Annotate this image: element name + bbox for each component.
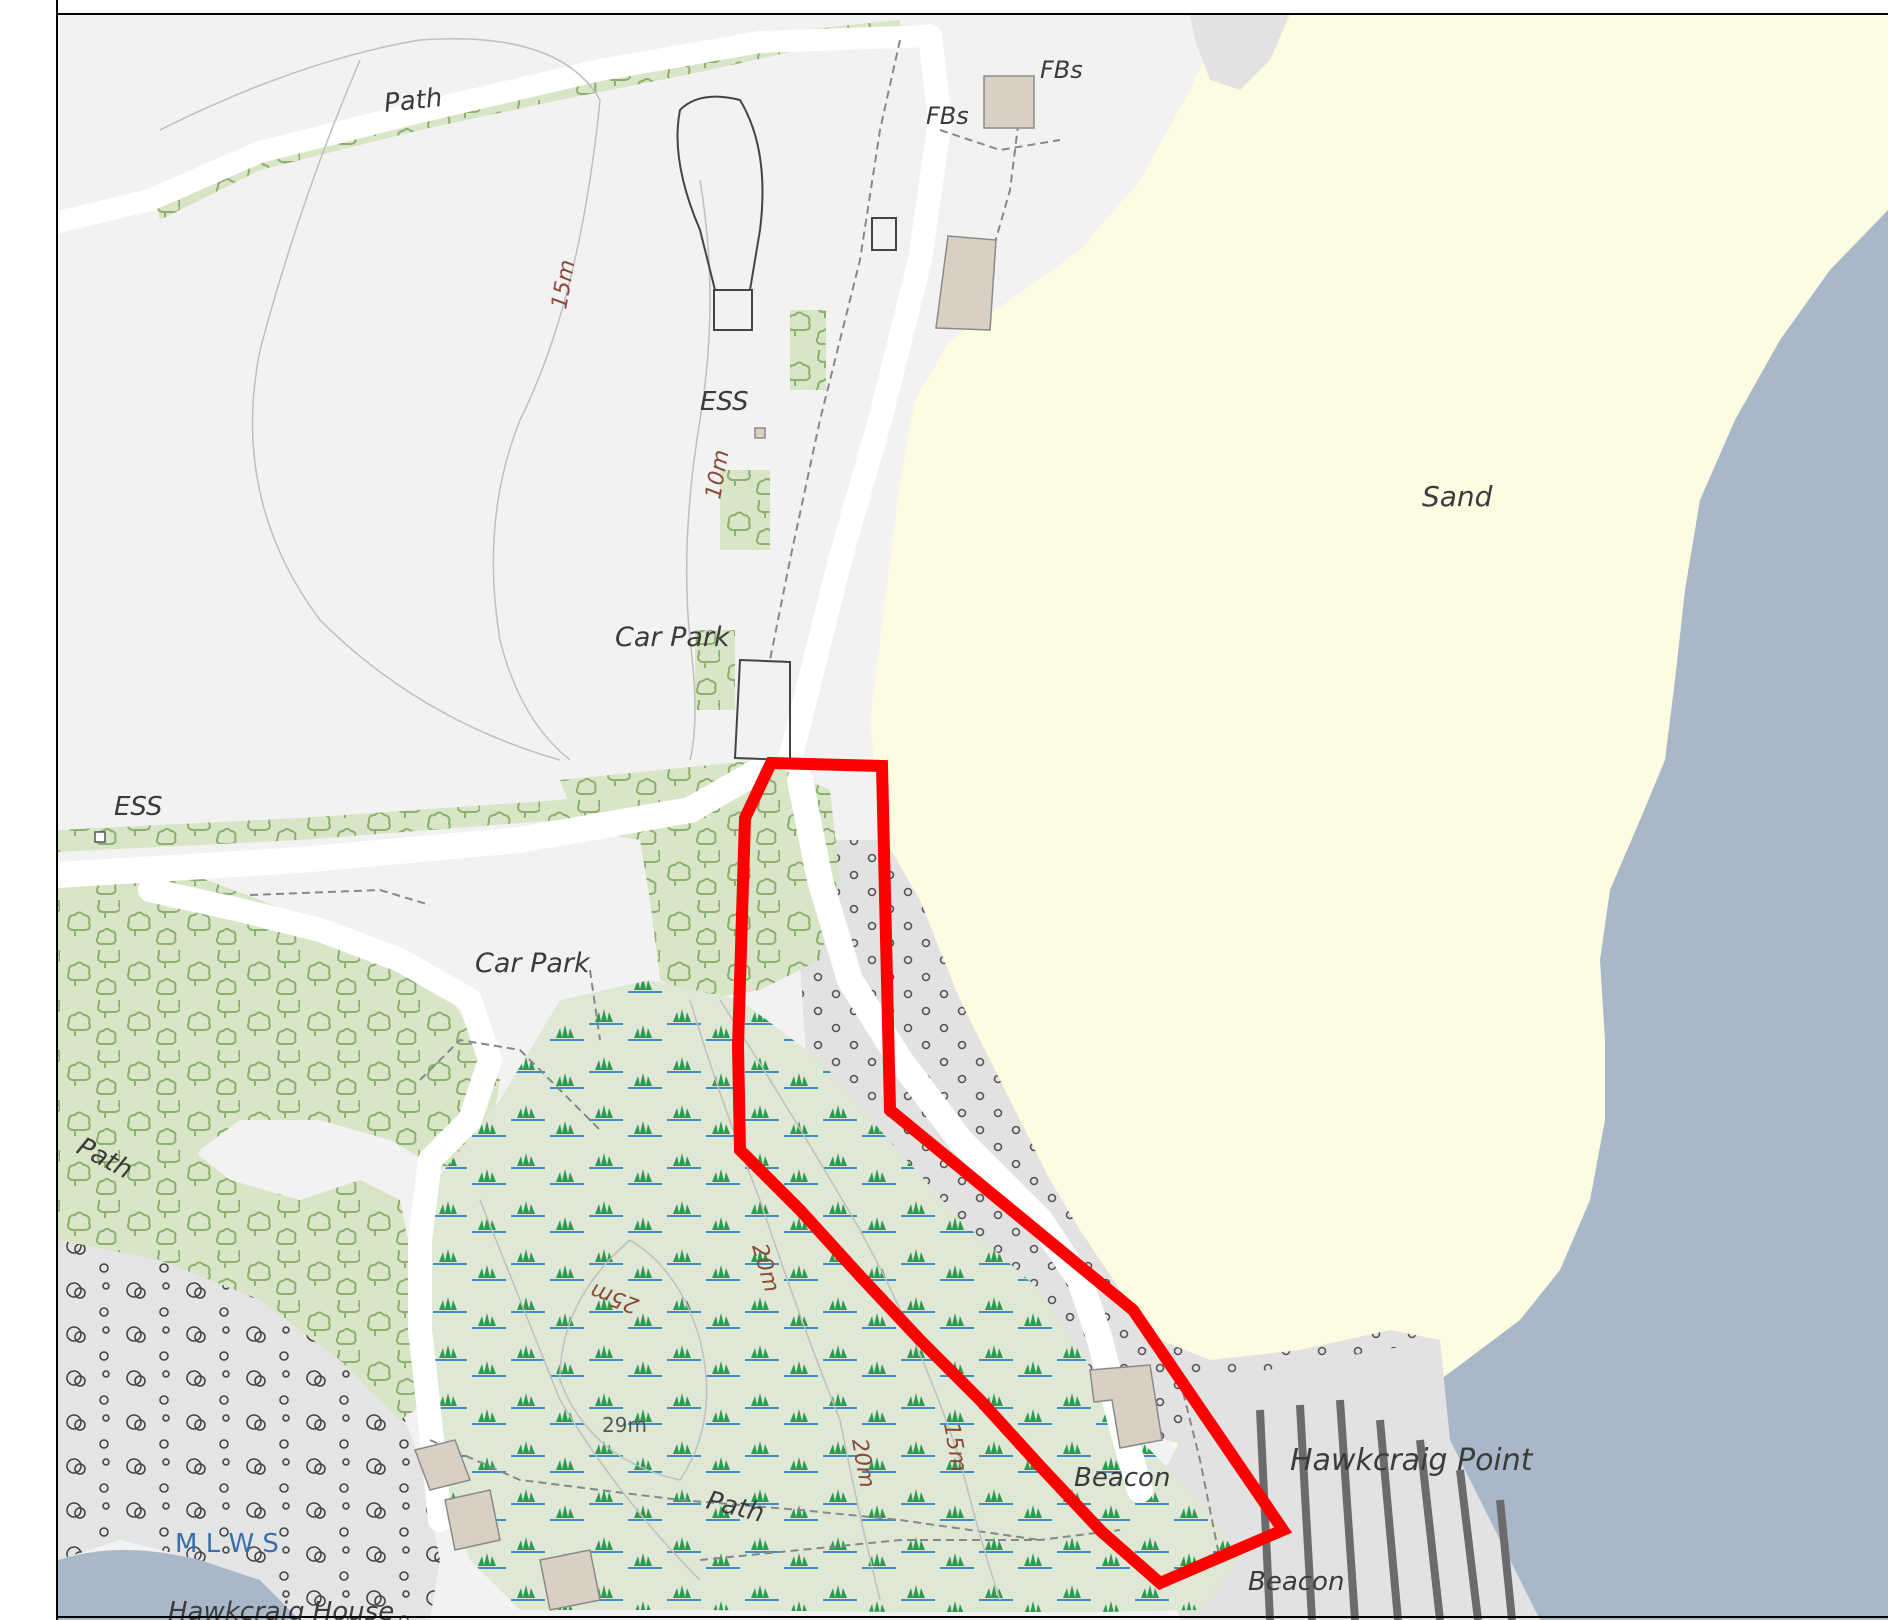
label-car-park-1: Car Park: [615, 622, 731, 653]
woodland-patch-1: [790, 310, 826, 390]
label-beacon-2: Beacon: [1248, 1567, 1344, 1597]
label-fbs-2: FBs: [926, 102, 969, 130]
label-sand: Sand: [1422, 480, 1493, 513]
buildings: [414, 75, 1163, 1611]
label-hawkcraig-house: Hawkcraig House: [168, 1597, 394, 1620]
label-29m: 29m: [602, 1413, 647, 1437]
ess-marker-icon: [94, 831, 106, 843]
tracks: [249, 39, 1221, 1561]
label-ess-1: ESS: [700, 387, 749, 417]
rock-boulders-sw: [58, 1180, 440, 1620]
woodland-patch-2: [720, 470, 770, 550]
cliff-hatching: [1256, 1399, 1516, 1620]
label-path-top: Path: [383, 83, 444, 119]
map-labels: Path FBs FBs ESS Car Park ESS Car Park S…: [72, 56, 1534, 1620]
label-car-park-2: Car Park: [475, 948, 591, 979]
sea-water-sw: [58, 1550, 300, 1620]
woodland-west-lower: [58, 1060, 430, 1420]
sea-water: [1430, 210, 1888, 1620]
label-mlws: M L W S: [175, 1529, 279, 1559]
site-boundary: [731, 756, 1293, 1591]
rock-top: [1190, 14, 1290, 90]
woodland-strip: [58, 760, 770, 852]
label-beacon-1: Beacon: [1074, 1463, 1170, 1493]
label-fbs-1: FBs: [1040, 56, 1083, 84]
woodland-patch-3: [695, 630, 735, 710]
label-hawkcraig-point: Hawkcraig Point: [1290, 1443, 1534, 1478]
label-ess-2: ESS: [114, 792, 163, 822]
woodland-west: [58, 870, 500, 1200]
